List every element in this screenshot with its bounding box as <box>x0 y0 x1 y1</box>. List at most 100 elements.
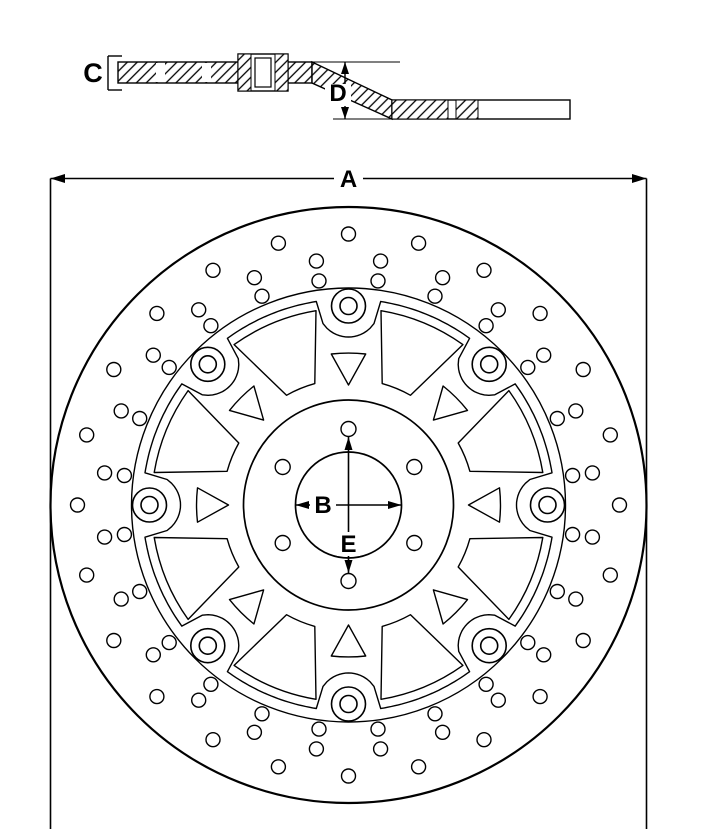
drill-hole <box>532 305 548 322</box>
dim-label-a: A <box>340 166 357 193</box>
section-boss-hatch-right <box>274 53 289 92</box>
arrowhead-left-icon <box>295 501 309 509</box>
arrowhead-right-icon <box>388 501 402 509</box>
spoke-opening <box>380 310 464 396</box>
drill-hole <box>190 302 207 318</box>
arrowhead-right-icon <box>632 174 647 183</box>
drill-hole <box>96 465 113 481</box>
bobbin-inner <box>479 636 499 656</box>
drill-hole <box>476 262 492 278</box>
band-inner-edge <box>130 287 567 723</box>
triangle-cutout <box>467 487 502 523</box>
drill-hole <box>520 359 536 376</box>
dim-C: C <box>83 55 122 91</box>
drill-hole <box>370 721 386 737</box>
drill-hole <box>246 724 263 740</box>
section-carrier-hatch <box>391 99 449 120</box>
drill-hole <box>205 732 221 748</box>
drill-hole <box>203 676 219 692</box>
bobbin-inner <box>198 636 218 656</box>
disc-outer-edge <box>49 205 648 805</box>
drill-hole <box>113 403 129 419</box>
drill-hole <box>611 497 628 513</box>
drill-hole <box>131 410 148 427</box>
drill-hole <box>575 632 591 649</box>
dim-E: E <box>337 437 360 573</box>
drill-hole <box>149 688 165 705</box>
dim-label-c: C <box>83 58 103 88</box>
drill-hole <box>190 692 207 708</box>
drill-hole <box>372 253 389 269</box>
drill-hole <box>340 226 357 242</box>
section-drill-gap <box>156 63 165 82</box>
drill-hole <box>246 270 263 286</box>
triangle-cutout <box>228 589 265 625</box>
drill-hole <box>131 583 148 600</box>
bobbin-inner <box>198 354 218 374</box>
drill-hole <box>254 288 270 304</box>
bobbin-inner <box>339 694 358 714</box>
drill-hole <box>427 706 443 722</box>
drill-hole <box>476 732 492 748</box>
dim-B: B <box>295 492 402 519</box>
drill-hole <box>549 583 565 600</box>
hub-edge <box>242 399 455 611</box>
drill-hole <box>490 692 506 708</box>
drill-hole <box>410 235 427 251</box>
triangle-cutout <box>432 385 469 421</box>
drill-hole <box>434 270 451 286</box>
spoke-opening <box>457 389 544 474</box>
drill-hole <box>161 359 177 376</box>
drill-hole <box>564 467 581 484</box>
arrowhead-up-icon <box>344 437 353 450</box>
bobbin-inner <box>538 495 557 515</box>
bolt-hole <box>340 420 357 438</box>
arrowhead-down-icon <box>341 107 349 119</box>
arrowhead-left-icon <box>50 174 65 183</box>
drill-hole <box>410 759 427 775</box>
bobbin-inner <box>140 495 159 515</box>
drill-hole <box>161 634 177 651</box>
drill-hole <box>270 235 287 251</box>
triangle-cutout <box>432 589 469 625</box>
drill-hole <box>520 634 536 651</box>
drill-hole <box>602 427 618 443</box>
drill-hole <box>203 318 219 334</box>
bolt-hole <box>340 572 357 590</box>
dim-b-label-mask <box>310 493 336 517</box>
arrowhead-down-icon <box>344 560 353 573</box>
drill-hole <box>254 706 270 722</box>
drill-hole <box>116 467 133 484</box>
triangle-cutout <box>330 624 367 658</box>
drill-hole <box>106 361 122 378</box>
drill-hole <box>78 567 95 583</box>
drill-hole <box>568 403 584 419</box>
bolt-hole <box>406 534 423 552</box>
section-rivet <box>254 57 272 88</box>
section-carrier-hatch <box>455 99 479 120</box>
drill-hole <box>311 721 327 737</box>
spoke-opening <box>153 389 240 474</box>
drill-hole <box>69 497 86 513</box>
drill-hole <box>490 302 506 318</box>
drill-hole <box>270 759 287 775</box>
cross-section-view: D C <box>83 53 571 121</box>
drill-hole <box>340 768 357 784</box>
drill-hole <box>149 305 165 322</box>
drill-hole <box>205 262 221 278</box>
drill-hole <box>584 529 601 545</box>
drill-hole <box>536 647 552 663</box>
drill-hole <box>549 410 565 427</box>
bolt-hole <box>406 458 423 476</box>
dim-D: D <box>325 62 351 119</box>
drill-hole <box>308 253 325 269</box>
dim-d-label-mask <box>325 84 351 106</box>
drill-hole <box>78 427 95 443</box>
drill-hole <box>311 273 327 289</box>
bobbin-inner <box>479 354 499 374</box>
drill-hole <box>536 347 552 363</box>
drill-hole <box>478 318 494 334</box>
bolt-hole <box>274 534 291 552</box>
